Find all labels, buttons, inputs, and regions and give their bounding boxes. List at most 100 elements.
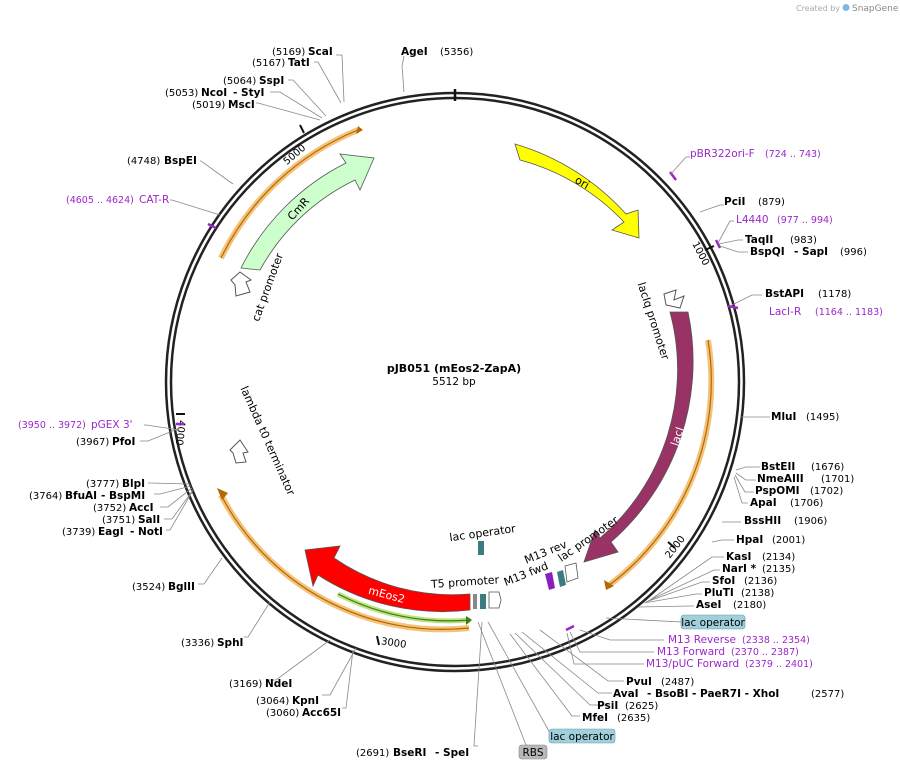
feature-cat-promoter[interactable] <box>230 271 253 297</box>
svg-text:(3967): (3967) <box>76 437 109 448</box>
primer-cat-r[interactable]: CAT-R <box>139 194 169 206</box>
site-avai[interactable]: AvaI <box>613 688 639 700</box>
feature-t5-promoter[interactable] <box>488 591 502 609</box>
svg-text:(4605 .. 4624): (4605 .. 4624) <box>66 195 134 206</box>
sites-right: PciI (879) TaqII (983) BspQI - SapI (996… <box>696 196 867 611</box>
svg-text:(3751): (3751) <box>102 515 135 526</box>
svg-text:(724 .. 743): (724 .. 743) <box>765 149 821 160</box>
svg-text:(5167): (5167) <box>252 58 285 69</box>
feature-lac-op-small[interactable] <box>557 570 566 587</box>
svg-text:(2625): (2625) <box>625 701 658 712</box>
feature-meos2[interactable] <box>304 545 471 613</box>
site-taqii[interactable]: TaqII <box>745 234 773 246</box>
orf-meos2-inner-line <box>337 593 471 622</box>
site-bspqi[interactable]: BspQI <box>750 246 785 258</box>
site-blpi[interactable]: BlpI <box>122 478 145 490</box>
site-pcii[interactable]: PciI <box>724 196 745 208</box>
site-bsteii[interactable]: BstEII <box>761 461 795 473</box>
feature-lac-operator-t5[interactable] <box>480 594 486 609</box>
svg-text:(983): (983) <box>790 235 817 246</box>
feature-laciq-promoter[interactable] <box>663 289 685 309</box>
feature-cmr[interactable] <box>240 153 375 271</box>
svg-text:(5356): (5356) <box>440 47 473 58</box>
svg-text:- SapI: - SapI <box>794 246 828 258</box>
feature-m13-rev[interactable] <box>545 572 555 590</box>
site-hpai[interactable]: HpaI <box>736 534 763 546</box>
orf-meos2-arrowhead <box>217 488 228 500</box>
label-t5-promoter: T5 promoter <box>430 573 500 591</box>
site-eagi[interactable]: EagI <box>98 526 124 538</box>
site-kasi[interactable]: KasI <box>726 551 751 563</box>
site-bstapi[interactable]: BstAPI <box>765 288 804 300</box>
site-acci[interactable]: AccI <box>129 502 153 514</box>
site-psii[interactable]: PsiI <box>597 700 618 712</box>
site-mlui[interactable]: MluI <box>771 411 796 423</box>
primer-pbr322ori-f[interactable]: pBR322ori-F <box>690 148 755 160</box>
site-bspei[interactable]: BspEI <box>164 155 197 167</box>
watermark-brand: SnapGene <box>852 4 899 14</box>
primer-l4440[interactable]: L4440 <box>736 214 769 226</box>
site-tati[interactable]: TatI <box>288 57 310 69</box>
tick-3000: 3000 <box>380 636 407 650</box>
site-kpni[interactable]: KpnI <box>292 695 319 707</box>
svg-text:(2577): (2577) <box>811 689 844 700</box>
primer-laci-r[interactable]: LacI-R <box>769 306 801 318</box>
site-pfoi[interactable]: PfoI <box>112 436 135 448</box>
feature-lac-promoter[interactable] <box>564 562 579 583</box>
primer-m13-puc-forward[interactable]: M13/pUC Forward <box>646 658 739 670</box>
svg-text:(2001): (2001) <box>772 535 805 546</box>
svg-text:(5169): (5169) <box>272 47 305 58</box>
site-apai[interactable]: ApaI <box>750 497 777 509</box>
svg-text:(2691): (2691) <box>356 748 389 759</box>
site-mfei[interactable]: MfeI <box>582 712 608 724</box>
site-pvui[interactable]: PvuI <box>626 676 652 688</box>
primer-m13-reverse[interactable]: M13 Reverse <box>668 634 736 646</box>
orf-laci-line <box>607 339 712 587</box>
site-ncoi[interactable]: NcoI <box>201 87 227 99</box>
orf-cmr-line <box>220 129 359 259</box>
site-scai[interactable]: ScaI <box>308 46 333 58</box>
orf-arcs <box>218 127 715 633</box>
site-pspomi[interactable]: PspOMI <box>755 485 800 497</box>
primer-m13-forward[interactable]: M13 Forward <box>657 646 725 658</box>
feature-ori[interactable] <box>514 143 640 239</box>
label-lac-operator-inner: lac operator <box>449 522 517 544</box>
site-bfuai[interactable]: BfuAI <box>65 490 97 502</box>
box-lac-operator-2[interactable] <box>548 728 616 744</box>
site-sphi[interactable]: SphI <box>217 637 243 649</box>
svg-text:(2180): (2180) <box>733 600 766 611</box>
site-agei[interactable]: AgeI <box>401 46 428 58</box>
site-bsshii[interactable]: BssHII <box>744 515 781 527</box>
feature-lac-operator-inner[interactable] <box>478 541 484 555</box>
site-bseri[interactable]: BseRI <box>393 747 426 759</box>
sites-left: (5169) ScaI (5167) TatI (5064) SspI (505… <box>29 46 341 719</box>
site-bglii[interactable]: BglII <box>168 581 195 593</box>
site-acc65i[interactable]: Acc65I <box>302 707 341 719</box>
orf-laci-arrowhead <box>604 580 614 590</box>
site-msci[interactable]: MscI <box>228 99 255 111</box>
box-lac-operator-1[interactable] <box>680 614 746 630</box>
site-nari[interactable]: NarI * <box>722 563 757 575</box>
site-pluti[interactable]: PluTI <box>704 587 734 599</box>
feature-laci[interactable] <box>583 311 694 563</box>
svg-text:- BsoBI - PaeR7I - XhoI: - BsoBI - PaeR7I - XhoI <box>647 688 779 700</box>
feature-rbs[interactable] <box>473 594 477 609</box>
site-nmeaiii[interactable]: NmeAIII <box>757 473 804 485</box>
svg-text:- BspMI: - BspMI <box>101 490 145 502</box>
svg-text:(2379 .. 2401): (2379 .. 2401) <box>745 659 813 670</box>
box-rbs[interactable] <box>518 744 548 760</box>
svg-text:(3060): (3060) <box>266 708 299 719</box>
site-sspi[interactable]: SspI <box>259 75 284 87</box>
site-sfoi[interactable]: SfoI <box>712 575 735 587</box>
site-sali[interactable]: SalI <box>138 514 160 526</box>
svg-text:RBS: RBS <box>523 747 544 759</box>
site-asei[interactable]: AseI <box>696 599 721 611</box>
svg-text:(2134): (2134) <box>762 552 795 563</box>
primer-pgex-3[interactable]: pGEX 3' <box>91 419 133 431</box>
svg-text:(3764): (3764) <box>29 491 62 502</box>
snapgene-logo-icon <box>842 4 850 11</box>
site-ndei[interactable]: NdeI <box>265 678 292 690</box>
feature-lambda-t0[interactable] <box>229 439 249 464</box>
svg-text:(2635): (2635) <box>617 713 650 724</box>
svg-text:(1676): (1676) <box>811 462 844 473</box>
